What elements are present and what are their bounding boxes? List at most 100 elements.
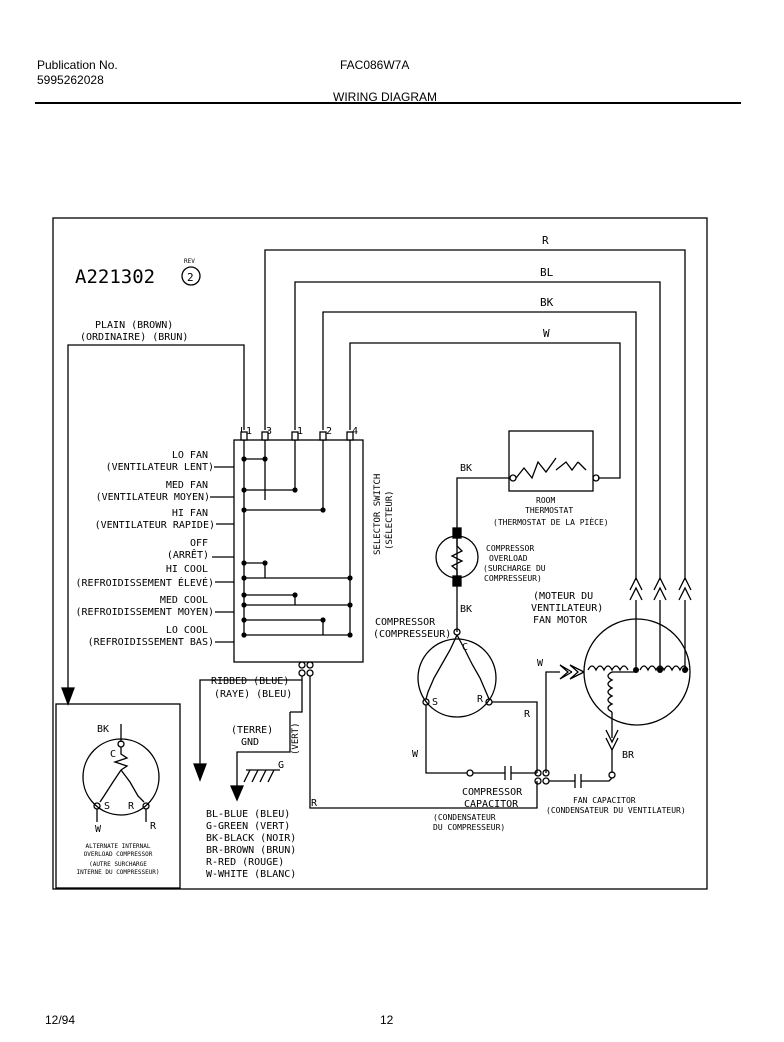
- row-off: OFF: [190, 538, 208, 549]
- room-thermostat-label: ROOM: [536, 496, 555, 505]
- wire-blue-label: BL: [540, 266, 554, 279]
- gnd-label: GND: [241, 737, 259, 748]
- fan-w-label: W: [537, 658, 544, 669]
- selector-switch-dots: [241, 456, 353, 638]
- row-lo-cool-fr: (REFROIDISSEMENT BAS): [88, 637, 214, 648]
- comp-capacitor-label-fr-2: DU COMPRESSEUR): [433, 823, 505, 832]
- plain-brown-label-fr: (ORDINAIRE) (BRUN): [80, 332, 188, 343]
- overload-bk-label: BK: [460, 604, 472, 615]
- section-title: WIRING DIAGRAM: [333, 90, 437, 104]
- legend-blue: BL-BLUE (BLEU): [206, 809, 290, 820]
- footer-page-number: 12: [380, 1013, 394, 1027]
- header-rule: [35, 102, 741, 104]
- publication-number: 5995262028: [37, 73, 104, 87]
- row-med-cool-fr: (REFROIDISSEMENT MOYEN): [76, 607, 214, 618]
- compressor-w-label: W: [412, 749, 419, 760]
- row-hi-cool: HI COOL: [166, 564, 208, 575]
- fan-capacitor-label: FAN CAPACITOR: [573, 796, 636, 805]
- publication-label: Publication No.: [37, 58, 118, 72]
- ribbed-blue-label: RIBBED (BLUE): [211, 676, 289, 687]
- overload-label-2: OVERLOAD: [489, 554, 528, 563]
- compressor-circle: [417, 638, 497, 718]
- row-med-fan-fr: (VENTILATEUR MOYEN): [96, 492, 210, 503]
- compressor-winding-run: [456, 634, 490, 700]
- compressor-r-label: R: [477, 694, 484, 705]
- wire-blue: [294, 281, 661, 580]
- alt-caption-1: ALTERNATE INTERNAL: [85, 843, 150, 850]
- selector-switch-label: SELECTOR SWITCH: [373, 474, 383, 555]
- row-off-fr: (ARRÊT): [167, 548, 209, 561]
- revision-number: 2: [187, 271, 194, 284]
- overload-top-terminal: [452, 527, 462, 539]
- wire-ground-to-plug: [290, 680, 303, 713]
- model-number: FAC086W7A: [340, 58, 410, 72]
- alternate-compressor-box: [55, 703, 181, 889]
- wire-fan-w: [545, 671, 560, 773]
- alt-compressor-circle: [82, 738, 160, 816]
- overload-label-fr: (SURCHARGE DU: [483, 564, 546, 573]
- row-lo-fan: LO FAN: [172, 450, 208, 461]
- fan-motor-label-fr: (MOTEUR DU: [533, 591, 593, 602]
- selector-switch-leaders: [210, 466, 234, 643]
- selector-switch-box: [233, 439, 364, 663]
- overload-label-fr-2: COMPRESSEUR): [484, 574, 542, 583]
- part-number: A221302: [75, 266, 155, 288]
- wire-compressor-r: [492, 701, 538, 773]
- selector-switch-terminal-posts: [240, 431, 354, 441]
- row-med-cool: MED COOL: [160, 595, 208, 606]
- alt-c-label: C: [110, 749, 116, 760]
- row-lo-fan-fr: (VENTILATEUR LENT): [106, 462, 214, 473]
- alt-caption-2: OVERLOAD COMPRESSOR: [84, 851, 153, 858]
- compressor-c-label: C: [462, 642, 468, 653]
- overload-element: [450, 538, 464, 576]
- arrow-ribbed-blue: [193, 763, 207, 782]
- terminal-3: 3: [266, 426, 272, 437]
- wire-white: [349, 342, 621, 479]
- room-thermostat-box: [508, 430, 594, 492]
- arrow-brown: [61, 687, 75, 706]
- connector-plug: [298, 661, 314, 677]
- alt-winding-s: [99, 769, 122, 803]
- wire-brown: [67, 344, 245, 690]
- arrow-ground: [230, 785, 244, 802]
- legend-white: W-WHITE (BLANC): [206, 869, 296, 880]
- revision-mark: REV: [184, 258, 195, 265]
- fan-motor-br-arrow-2: [605, 737, 619, 752]
- fan-w-arrow: [569, 664, 585, 680]
- compressor-label: COMPRESSOR: [375, 617, 436, 628]
- legend-black: BK-BLACK (NOIR): [206, 833, 296, 844]
- alt-bk-label: BK: [97, 724, 109, 735]
- wire-ground: [236, 712, 291, 787]
- alt-winding-r: [120, 769, 145, 803]
- ground-symbol: [243, 769, 280, 783]
- g-label: G: [278, 760, 284, 771]
- wire-red-label: R: [542, 234, 549, 247]
- comp-capacitor-label-2: CAPACITOR: [464, 799, 519, 810]
- room-thermostat-label-2: THERMOSTAT: [525, 506, 573, 515]
- overload-bottom-terminal: [452, 575, 462, 587]
- fan-capacitor-label-fr: (CONDENSATEUR DU VENTILATEUR): [546, 806, 686, 815]
- thermostat-bk-label: BK: [460, 463, 472, 474]
- revision-circle: [181, 266, 201, 286]
- overload-label: COMPRESSOR: [486, 544, 534, 553]
- alt-r-wire-label: R: [150, 821, 157, 832]
- wire-ribbed-blue: [199, 676, 303, 766]
- alt-r-label: R: [128, 801, 135, 812]
- row-hi-fan: HI FAN: [172, 508, 208, 519]
- compressor-winding-start: [425, 634, 458, 700]
- selector-switch-contacts: [243, 440, 351, 636]
- alt-w-label: W: [95, 824, 102, 835]
- footer-date: 12/94: [45, 1013, 76, 1027]
- legend-green: G-GREEN (VERT): [206, 821, 290, 832]
- fan-cap-lead-2: [581, 777, 613, 782]
- terre-label: (TERRE): [231, 725, 273, 736]
- alt-caption-fr-1: (AUTRE SURCHARGE: [89, 861, 147, 868]
- wire-red: [264, 249, 686, 580]
- comp-capacitor-label: COMPRESSOR: [462, 787, 523, 798]
- comp-capacitor-label-fr: (CONDENSATEUR: [433, 813, 496, 822]
- wire-compressor-s: [425, 705, 467, 774]
- selector-switch-label-fr: (SÉLECTEUR): [383, 490, 395, 550]
- fan-motor-br-arrow: [605, 729, 619, 744]
- room-thermostat-label-fr: (THERMOSTAT DE LA PIÈCE): [493, 516, 609, 527]
